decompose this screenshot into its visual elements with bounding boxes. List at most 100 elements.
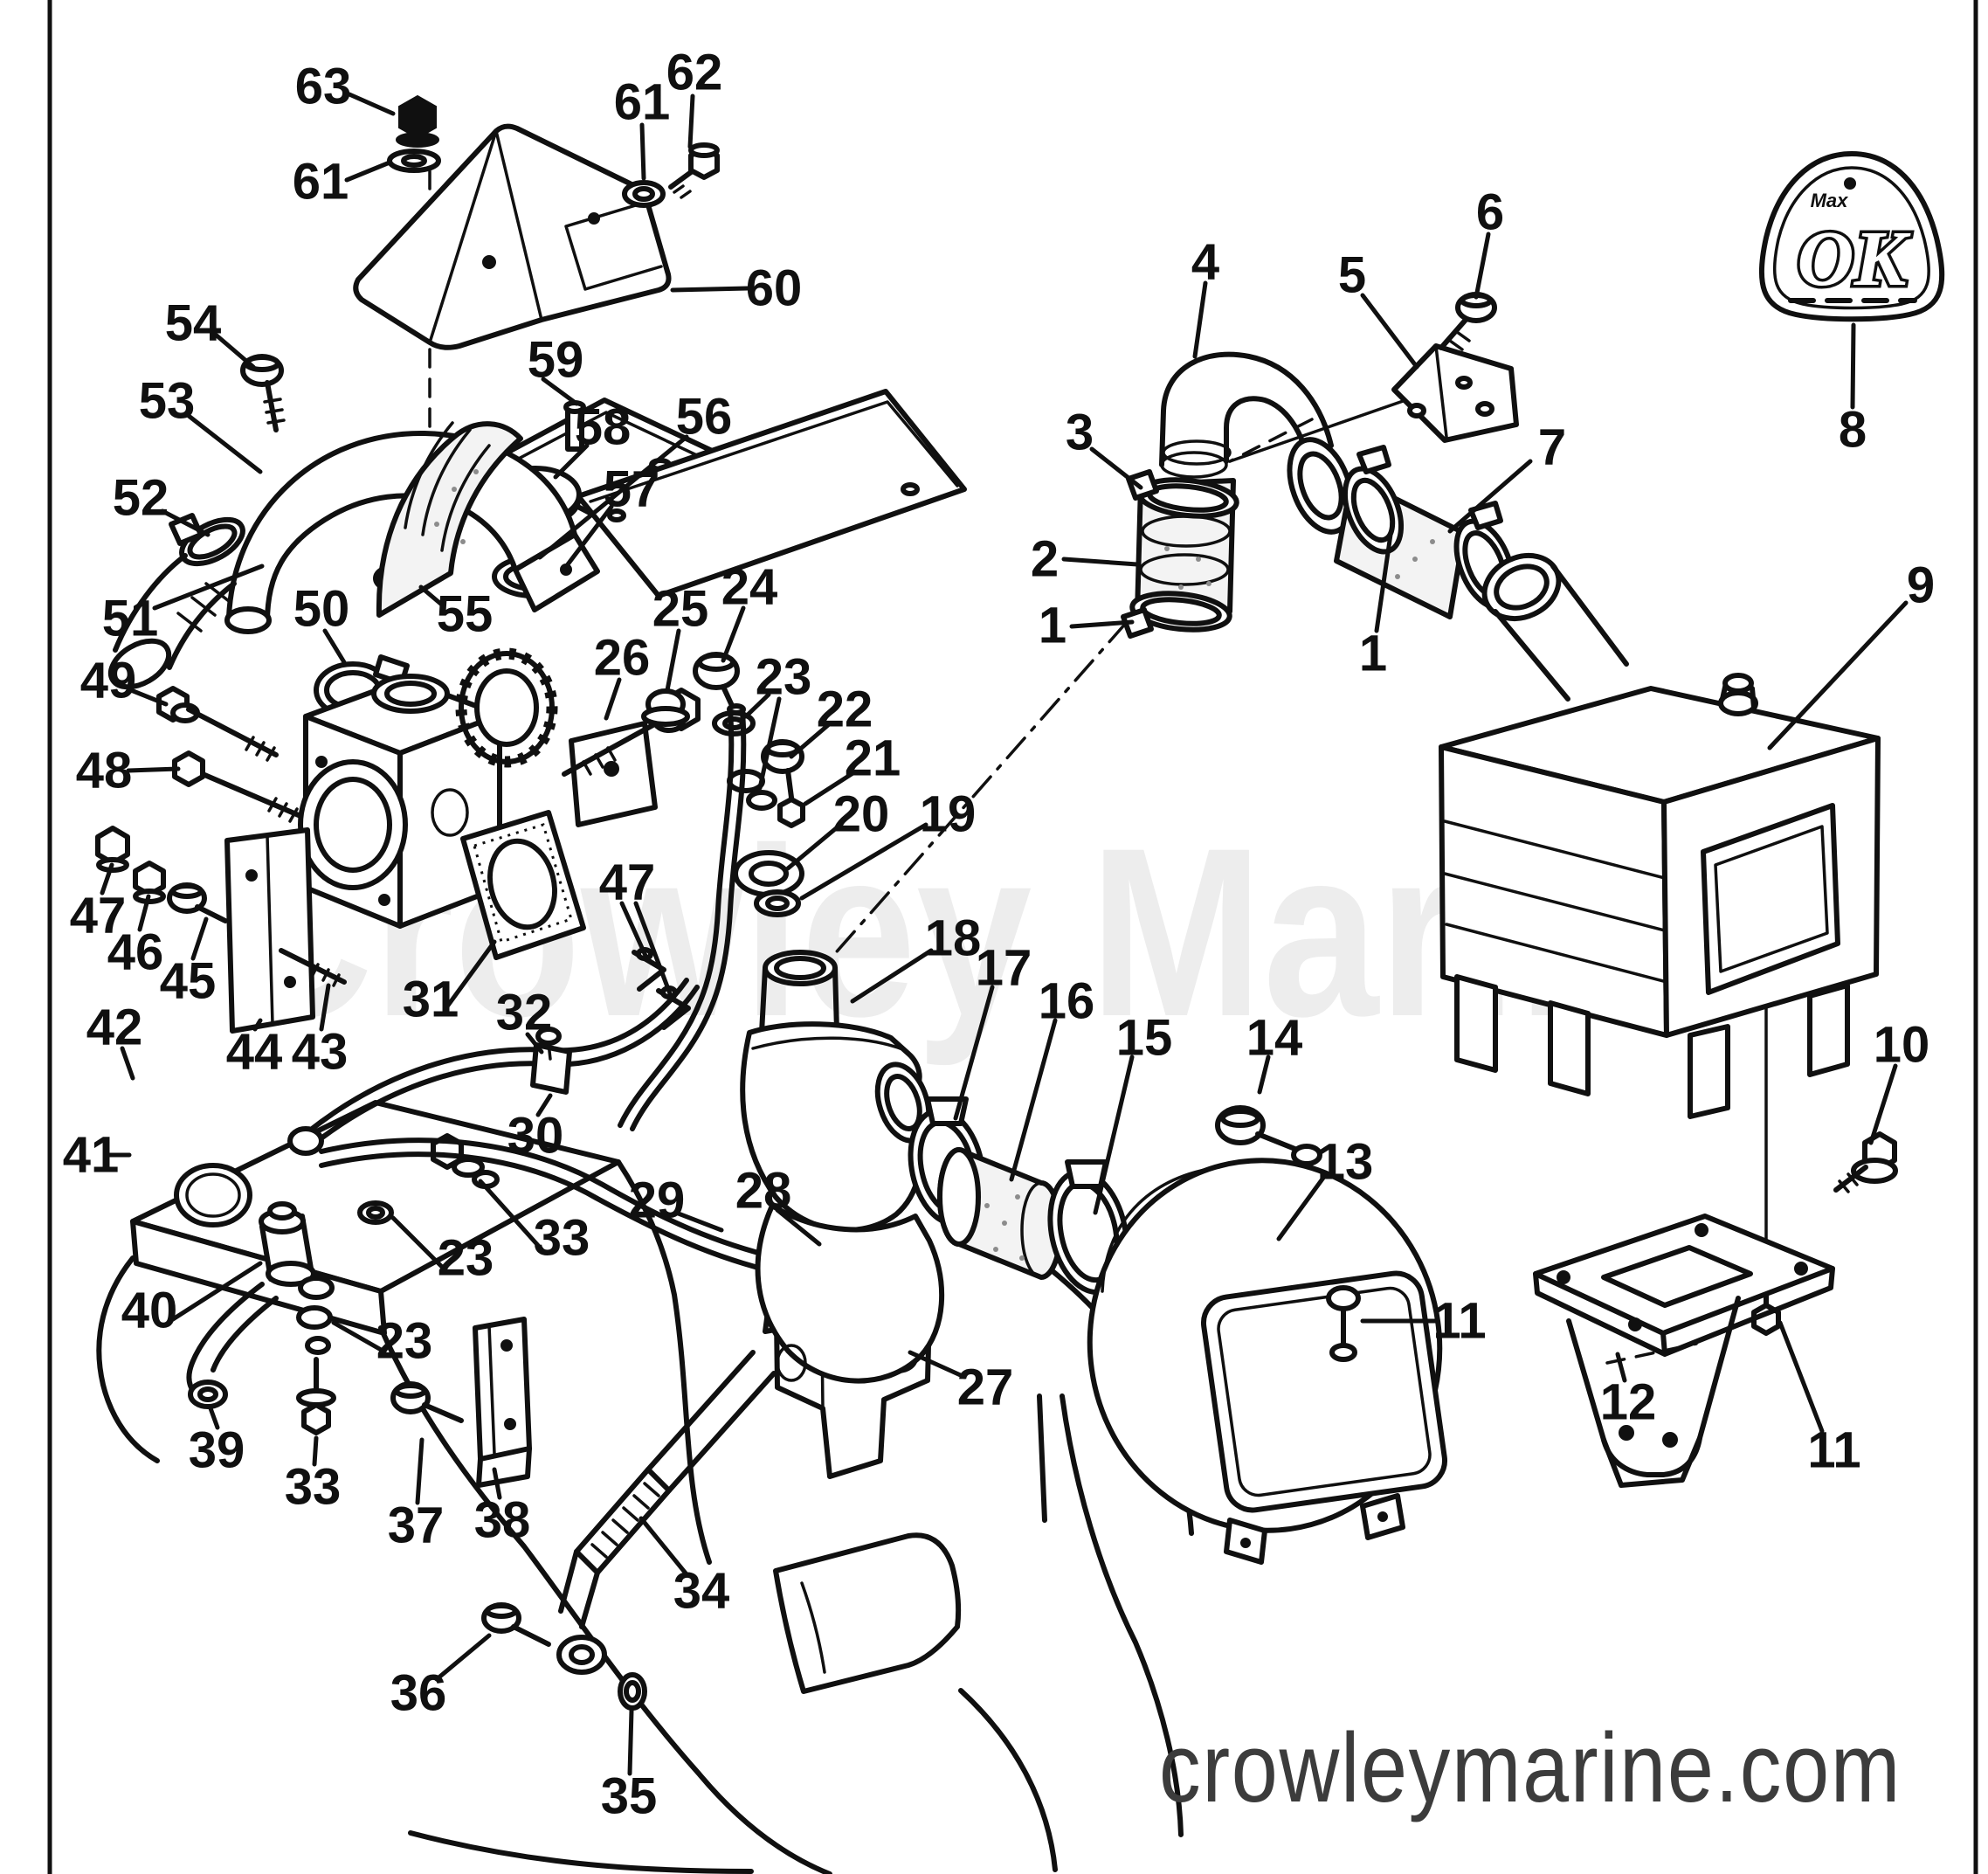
leader-line-52 bbox=[160, 508, 211, 537]
leader-line-23 bbox=[390, 1215, 446, 1271]
leader-line-33 bbox=[478, 1179, 544, 1252]
leader-line-60 bbox=[670, 286, 750, 293]
leader-line-1 bbox=[1069, 619, 1135, 629]
leader-line-1 bbox=[1374, 532, 1393, 633]
callout-28: 28 bbox=[735, 1163, 792, 1220]
leader-line-11 bbox=[1777, 1320, 1825, 1434]
leader-line-6 bbox=[1474, 232, 1491, 300]
callout-1: 1 bbox=[1039, 598, 1066, 654]
leader-line-53 bbox=[186, 413, 263, 474]
leader-line-54 bbox=[214, 333, 256, 370]
callout-16: 16 bbox=[1039, 973, 1095, 1030]
callout-2: 2 bbox=[1031, 531, 1059, 588]
hose-clamp-3 bbox=[1126, 469, 1239, 519]
callout-63: 63 bbox=[295, 59, 352, 115]
footer-site-text: crowleymarine.com bbox=[1159, 1713, 1902, 1822]
leader-line-23 bbox=[743, 692, 771, 719]
callout-40: 40 bbox=[121, 1283, 178, 1339]
bolt-10 bbox=[1833, 1131, 1898, 1193]
callout-59: 59 bbox=[528, 332, 584, 389]
bolt-48 bbox=[172, 750, 303, 823]
callout-20: 20 bbox=[833, 786, 890, 843]
leader-line-7 bbox=[1447, 459, 1533, 534]
bolt-49 bbox=[156, 686, 279, 762]
leader-line-32 bbox=[525, 1032, 544, 1055]
drain-hose-39 bbox=[186, 1282, 279, 1409]
bolt-37 bbox=[390, 1381, 464, 1423]
leader-line-26 bbox=[604, 677, 622, 721]
callout-26: 26 bbox=[594, 630, 651, 687]
breather-fitting-40 bbox=[259, 1201, 316, 1287]
leader-line-35 bbox=[627, 1708, 634, 1776]
callout-39: 39 bbox=[189, 1422, 245, 1479]
leader-line-30 bbox=[535, 1093, 553, 1117]
callout-37: 37 bbox=[388, 1497, 445, 1554]
callout-29: 29 bbox=[629, 1172, 686, 1229]
leader-line-16 bbox=[1009, 1018, 1058, 1182]
bolt-6 bbox=[1439, 292, 1497, 351]
bolt-62-washer-61 bbox=[622, 142, 720, 208]
callout-6: 6 bbox=[1476, 184, 1504, 241]
exhaust-hose-51 bbox=[376, 421, 523, 618]
serrated-flange-gasket bbox=[455, 647, 558, 768]
bolt-54 bbox=[240, 354, 286, 432]
callout-14: 14 bbox=[1246, 1010, 1303, 1067]
leader-line-27 bbox=[908, 1350, 967, 1380]
callout-45: 45 bbox=[160, 953, 217, 1010]
callout-32: 32 bbox=[496, 985, 553, 1041]
nut-46 bbox=[133, 861, 166, 904]
stud-43 bbox=[279, 948, 347, 987]
leader-line-51 bbox=[152, 564, 265, 611]
callout-22: 22 bbox=[817, 681, 873, 738]
leader-line-23 bbox=[331, 1320, 385, 1353]
leader-line-50 bbox=[322, 628, 347, 665]
intake-elbow-4 bbox=[1159, 351, 1355, 535]
callout-15: 15 bbox=[1116, 1010, 1173, 1067]
callout-33: 33 bbox=[534, 1210, 590, 1267]
heat-exchanger-9 bbox=[1439, 553, 1881, 1119]
callout-1: 1 bbox=[1359, 626, 1387, 682]
banjo-bolt-36 bbox=[481, 1602, 551, 1647]
leader-line-18 bbox=[850, 948, 934, 1004]
callout-17: 17 bbox=[976, 940, 1032, 997]
leader-line-38 bbox=[492, 1467, 502, 1500]
callout-54: 54 bbox=[165, 295, 222, 352]
leader-line-37 bbox=[415, 1437, 425, 1505]
callout-50: 50 bbox=[293, 581, 350, 638]
bracket-5 bbox=[1391, 343, 1519, 443]
callout-9: 9 bbox=[1907, 557, 1935, 614]
bracket-38 bbox=[473, 1317, 532, 1488]
callout-18: 18 bbox=[925, 910, 982, 967]
washer-19 bbox=[754, 889, 801, 917]
leader-line-13 bbox=[1276, 1172, 1329, 1241]
leader-line-15 bbox=[1093, 1055, 1135, 1215]
callout-5: 5 bbox=[1338, 247, 1366, 304]
plate-44 bbox=[224, 827, 315, 1034]
callout-19: 19 bbox=[920, 786, 977, 843]
callout-34: 34 bbox=[673, 1563, 730, 1620]
leader-line-36 bbox=[434, 1633, 492, 1682]
leader-line-10 bbox=[1868, 1063, 1898, 1145]
callout-49: 49 bbox=[80, 653, 137, 709]
callout-42: 42 bbox=[86, 999, 143, 1056]
callout-62: 62 bbox=[666, 45, 723, 101]
leader-line-49 bbox=[128, 688, 169, 707]
exhaust-manifold-body bbox=[298, 674, 502, 929]
hose-clip-30 bbox=[530, 1027, 572, 1095]
bolt-24 bbox=[693, 652, 740, 712]
ok-badge: Max OK bbox=[1758, 151, 1945, 322]
callout-61: 61 bbox=[293, 154, 349, 211]
leader-line-56 bbox=[537, 434, 689, 560]
callout-56: 56 bbox=[676, 389, 733, 446]
callout-44: 44 bbox=[226, 1024, 283, 1081]
engine-block-outline bbox=[96, 1159, 1194, 1874]
callout-3: 3 bbox=[1066, 405, 1094, 461]
muffler-13 bbox=[1087, 1158, 1448, 1565]
callout-8: 8 bbox=[1839, 402, 1867, 459]
leader-line-42 bbox=[120, 1046, 135, 1081]
callout-48: 48 bbox=[76, 743, 133, 799]
callout-43: 43 bbox=[292, 1024, 349, 1081]
